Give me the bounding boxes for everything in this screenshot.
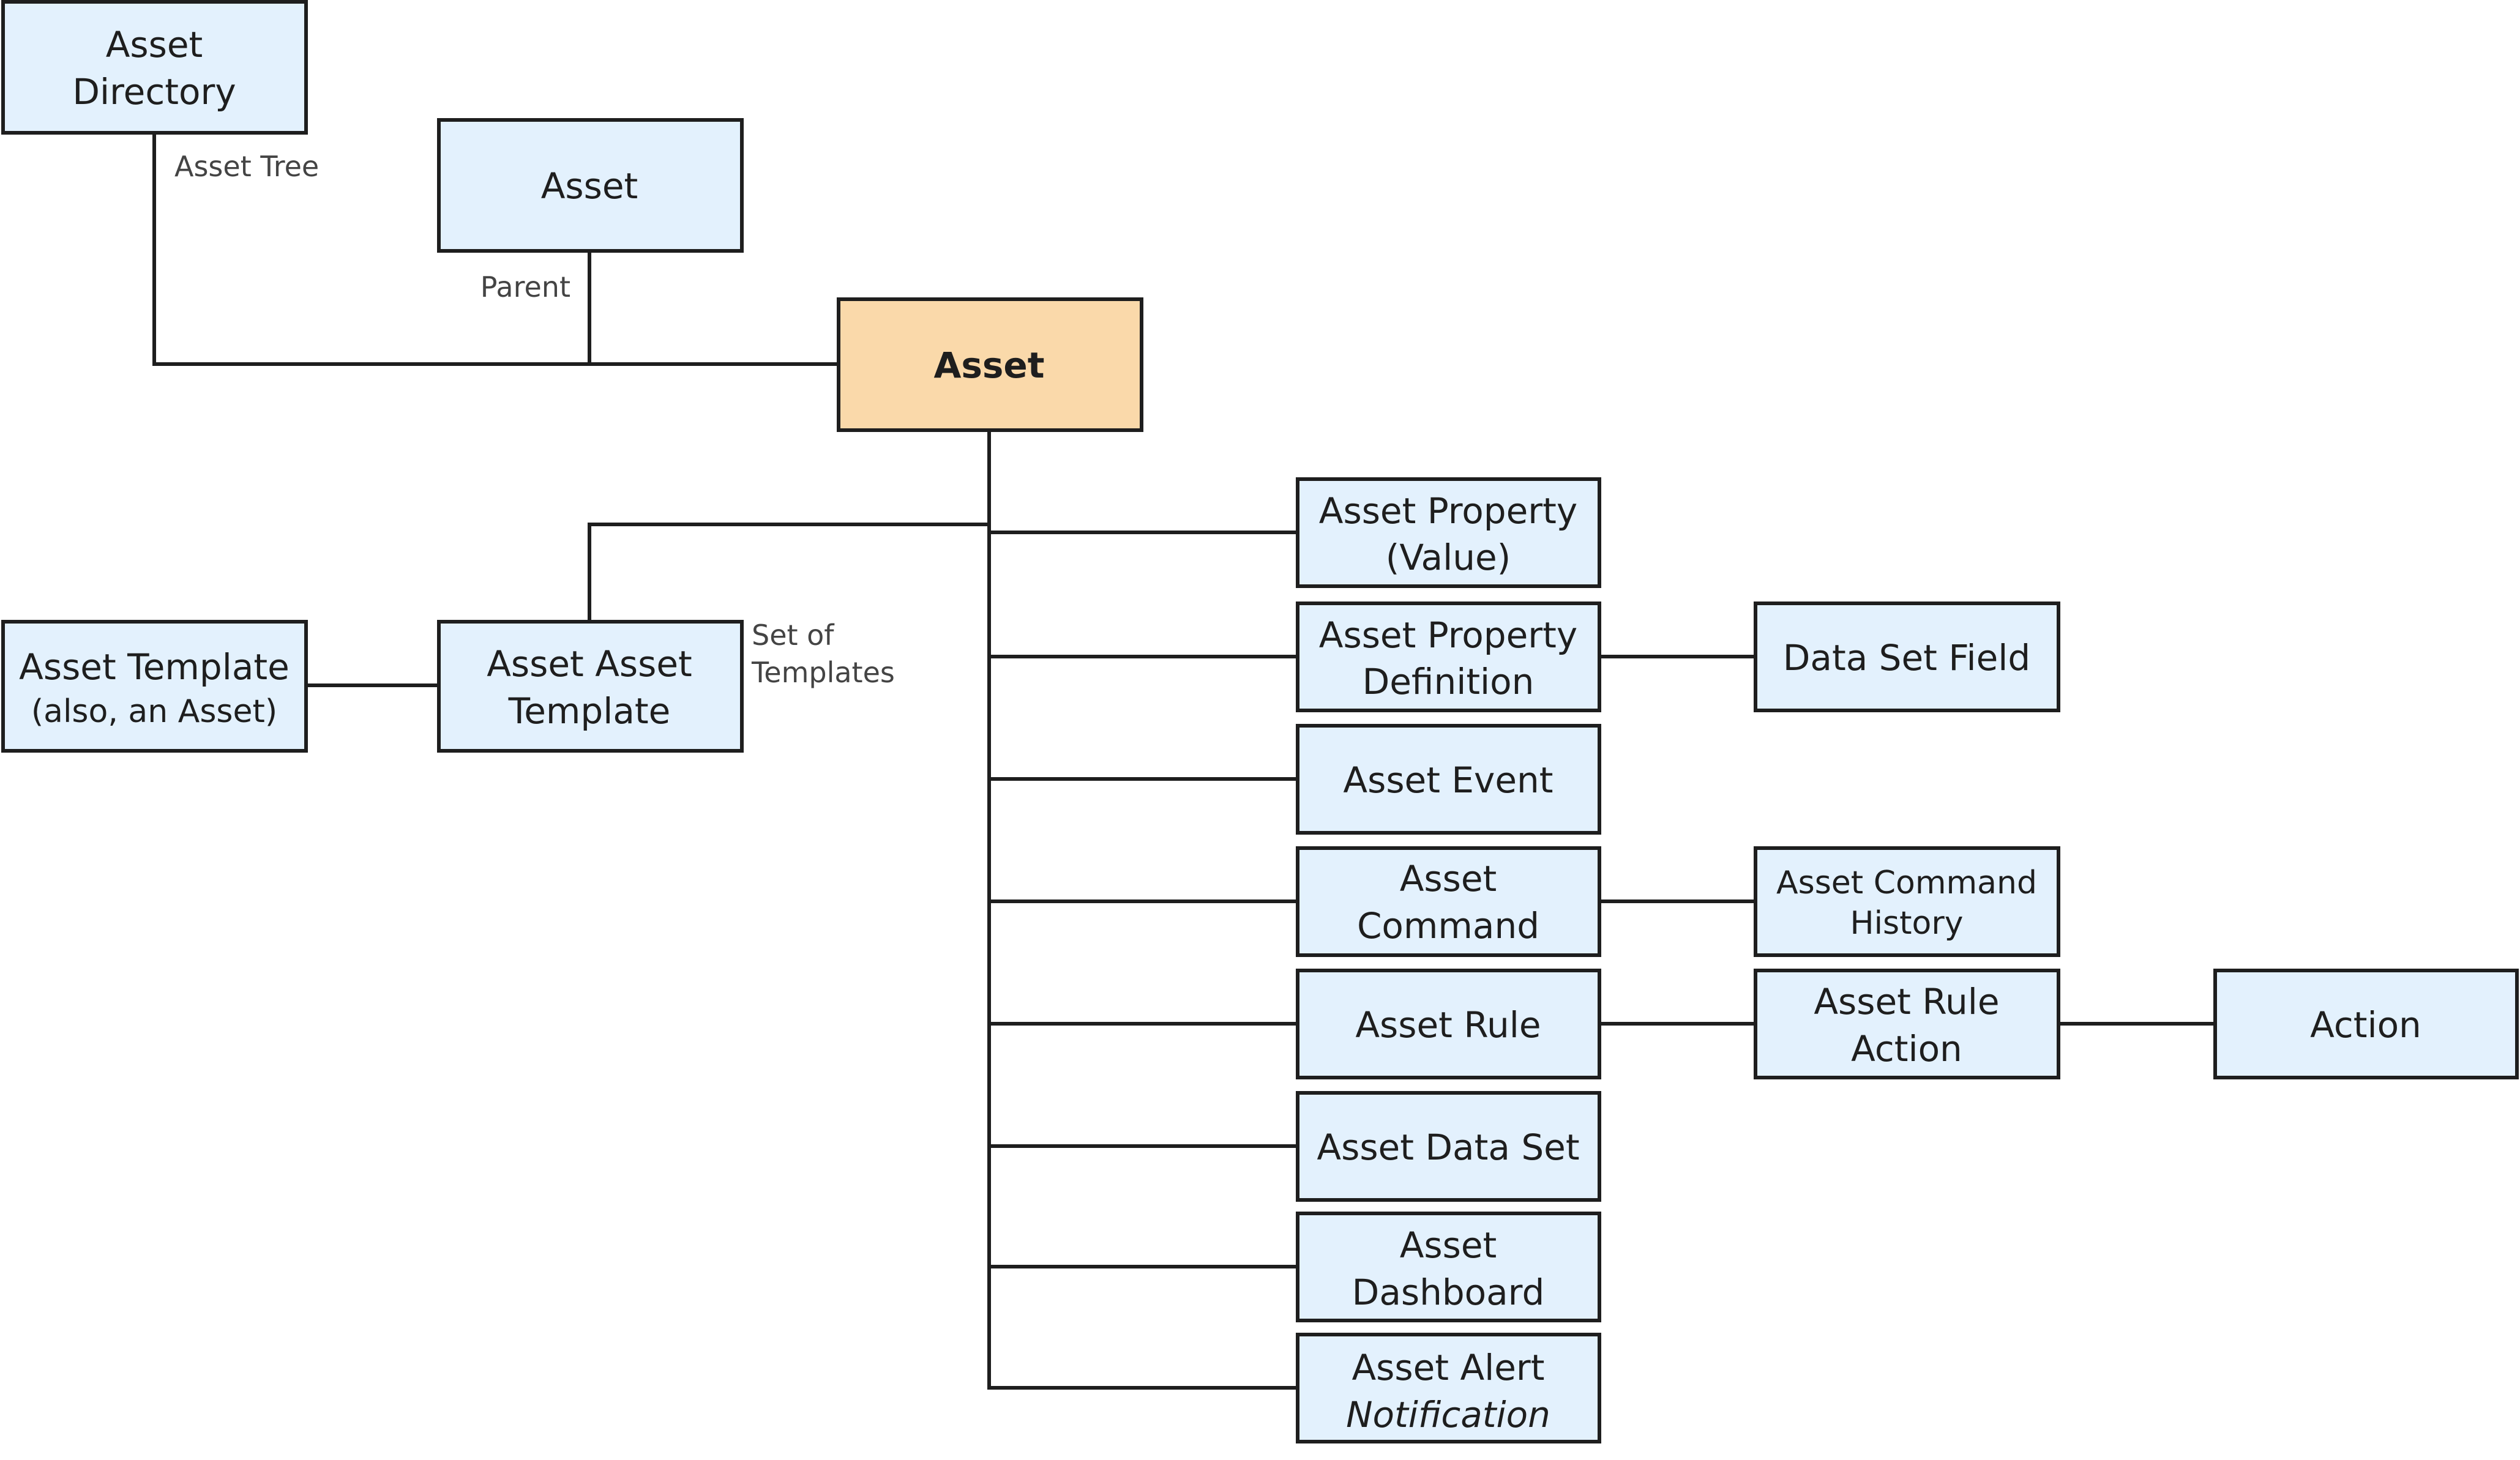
node-asset-template-line2: (also, an Asset) [31,693,277,730]
node-asset-command-line2: Command [1357,905,1539,947]
node-asset-main: Asset [837,297,1143,432]
node-asset-directory-line1: Asset [106,24,203,65]
node-asset-property-definition-line2: Definition [1363,661,1535,702]
label-parent: Parent [480,270,570,304]
node-asset-dashboard: Asset Dashboard [1296,1212,1601,1322]
node-asset-alert-notification: Asset Alert Notification [1296,1333,1601,1443]
node-asset-property-definition-line1: Asset Property [1319,614,1577,656]
connector-trunk [987,428,1299,1390]
node-asset-rule-action-line1: Asset Rule [1814,981,1999,1022]
label-set-of-templates-line2: Templates [751,656,895,689]
node-data-set-field-line1: Data Set Field [1783,637,2030,679]
node-asset-rule-line1: Asset Rule [1355,1004,1541,1046]
node-asset-property-value: Asset Property (Value) [1296,477,1601,588]
node-asset-template-line1: Asset Template [19,646,290,688]
connector-asset-asset-template [588,523,991,624]
node-asset-asset-template: Asset Asset Template [437,620,744,753]
edge-labels: Asset Tree Parent Set of Templates [174,150,895,689]
node-asset-rule-action-line2: Action [1851,1028,1962,1070]
node-asset-rule-action: Asset Rule Action [1754,969,2060,1079]
node-asset-command-history-line2: History [1850,905,1964,942]
label-set-of-templates-line1: Set of [752,619,835,652]
node-asset-property-definition: Asset Property Definition [1296,602,1601,712]
node-asset-event: Asset Event [1296,724,1601,835]
node-action-line1: Action [2310,1004,2421,1046]
node-action: Action [2213,969,2519,1079]
node-asset-template: Asset Template (also, an Asset) [1,620,308,753]
node-asset-data-set: Asset Data Set [1296,1091,1601,1202]
node-asset-alert-notification-line1: Asset Alert [1352,1347,1544,1388]
node-asset-alert-notification-line2: Notification [1346,1394,1550,1436]
node-asset-asset-template-line1: Asset Asset [487,643,692,685]
node-asset-parent-line1: Asset [541,165,638,207]
connectors [152,131,2217,1390]
node-asset-asset-template-line2: Template [508,690,671,732]
node-asset-event-line1: Asset Event [1343,759,1553,801]
node-asset-data-set-line1: Asset Data Set [1317,1127,1579,1168]
node-asset-command: Asset Command [1296,846,1601,957]
node-asset-main-line1: Asset [934,345,1045,386]
node-asset-command-history: Asset Command History [1754,846,2060,957]
node-asset-property-value-line2: (Value) [1386,537,1511,578]
node-asset-dashboard-line2: Dashboard [1352,1272,1545,1313]
node-asset-dashboard-line1: Asset [1400,1224,1497,1266]
node-asset-rule: Asset Rule [1296,969,1601,1079]
label-asset-tree: Asset Tree [174,150,319,183]
node-asset-directory-line2: Directory [72,71,236,113]
connector-asset-tree [152,131,840,366]
node-asset-command-history-line1: Asset Command [1776,865,2037,901]
node-asset-property-value-line1: Asset Property [1319,490,1577,532]
node-asset-parent: Asset [437,118,744,253]
node-asset-directory: Asset Directory [1,0,308,135]
node-data-set-field: Data Set Field [1754,602,2060,712]
node-asset-command-line1: Asset [1400,858,1497,899]
